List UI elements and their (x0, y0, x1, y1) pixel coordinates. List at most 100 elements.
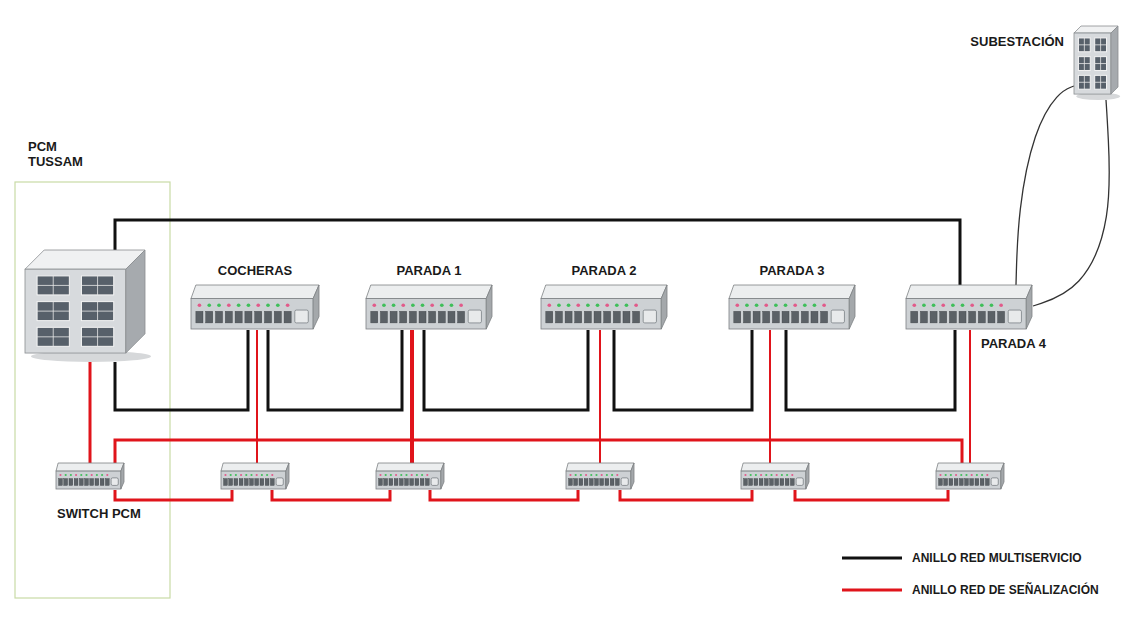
status-led (601, 474, 603, 476)
status-led (595, 474, 597, 476)
switch-top (729, 285, 855, 299)
switch-port (988, 311, 995, 323)
switch-front (366, 299, 486, 330)
building-window (37, 276, 69, 295)
switch-port (255, 479, 259, 486)
console-port (831, 310, 844, 323)
switch-port (250, 479, 254, 486)
switch-port (965, 479, 969, 486)
switch-port (394, 479, 398, 486)
switch-port (613, 311, 620, 323)
switch-port (399, 479, 403, 486)
status-led (411, 474, 413, 476)
building-window (1095, 57, 1107, 71)
switch-icon (365, 285, 493, 330)
signal-drop-line (257, 330, 970, 463)
switch-top (376, 463, 444, 471)
legend-entry: ANILLO RED DE SEÑALIZACIÓN (840, 581, 1099, 599)
window-mullion (1078, 82, 1090, 83)
switch-port (234, 479, 238, 486)
switch-port (270, 479, 274, 486)
switch-port (59, 479, 63, 486)
switch-port (743, 311, 750, 323)
switch-port (95, 479, 99, 486)
status-led (256, 303, 260, 307)
status-led (960, 474, 962, 476)
status-led (379, 474, 381, 476)
window-mullion (81, 336, 113, 337)
status-led (85, 474, 87, 476)
switch-port (410, 479, 414, 486)
multiservice-ring-link (1016, 86, 1074, 285)
building-window (1095, 38, 1107, 52)
switch-port (274, 311, 281, 323)
building-window (81, 327, 113, 346)
switch-side (631, 463, 634, 489)
switch-port (949, 311, 956, 323)
switch-port (438, 311, 445, 323)
status-led (416, 474, 418, 476)
building-icon (1074, 26, 1118, 100)
status-led (590, 474, 592, 476)
status-led (750, 474, 752, 476)
building-window (1095, 75, 1107, 89)
switch-port (239, 479, 243, 486)
switch-port (284, 311, 291, 323)
status-led (745, 303, 749, 307)
status-led (781, 474, 783, 476)
status-led (101, 474, 103, 476)
status-led (256, 474, 258, 476)
console-port (643, 310, 656, 323)
status-led (625, 303, 629, 307)
legend-line-sample (842, 557, 902, 560)
switch-port (260, 479, 264, 486)
node-label: PARADA 1 (396, 263, 461, 279)
switch-port (615, 479, 619, 486)
status-led (426, 474, 428, 476)
multiservice-ring-link (424, 330, 588, 410)
switch-port (390, 311, 397, 323)
switch-port (415, 479, 419, 486)
status-led (575, 474, 577, 476)
status-led (266, 303, 270, 307)
status-led (951, 303, 955, 307)
switch-port (749, 479, 753, 486)
switch-port (920, 311, 927, 323)
status-led (791, 474, 793, 476)
status-led (91, 474, 93, 476)
status-led (606, 474, 608, 476)
switch-front (191, 299, 313, 330)
switch-port (980, 479, 984, 486)
switch-port (949, 479, 953, 486)
switch-port (419, 311, 426, 323)
legend-text: ANILLO RED MULTISERVICIO (912, 551, 1082, 565)
switch-top (366, 285, 492, 299)
switch-port (579, 479, 583, 486)
switch-top (906, 285, 1032, 299)
status-led (198, 303, 202, 307)
switch-front (729, 299, 849, 330)
status-led (950, 474, 952, 476)
window-mullion (1095, 63, 1107, 64)
switch-side (806, 463, 809, 489)
status-led (207, 303, 211, 307)
status-led (803, 303, 807, 307)
legend-sample (840, 549, 904, 567)
switch-port (811, 311, 818, 323)
switch-port (389, 479, 393, 486)
window-mullion (81, 285, 113, 286)
switch-port (371, 311, 378, 323)
node-label: SUBESTACIÓN (970, 34, 1064, 50)
switch-side (441, 463, 444, 489)
switch-port (69, 479, 73, 486)
switch-port (589, 479, 593, 486)
status-led (217, 303, 221, 307)
control-center-building: PCM TUSSAM (25, 250, 145, 362)
status-led (965, 474, 967, 476)
window-mullion (1078, 63, 1090, 64)
switch-front (221, 471, 286, 489)
network-switch: PARADA 1 (365, 285, 493, 330)
switch-port (215, 311, 222, 323)
status-led (813, 303, 817, 307)
switch-port (574, 479, 578, 486)
